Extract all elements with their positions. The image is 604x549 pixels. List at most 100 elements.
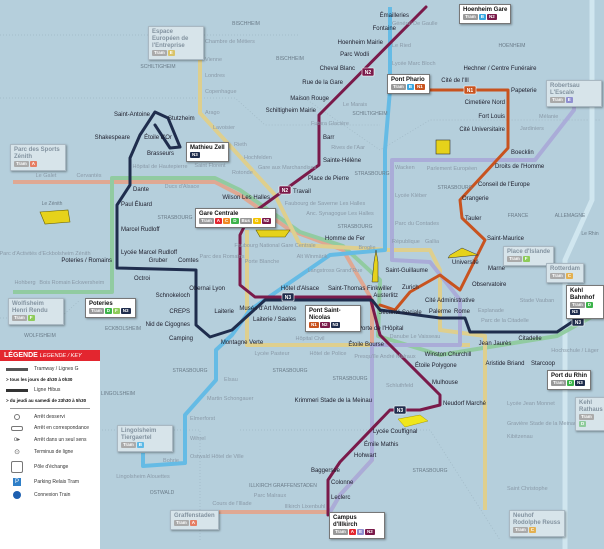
night-stop-label: Citadelle (518, 336, 542, 342)
night-stop-label: Saint-Antoine (114, 112, 151, 118)
line-badge: N3 (120, 308, 131, 314)
night-stop-label: Fort Louis (478, 114, 505, 120)
night-stop-label: Gruber (149, 258, 168, 264)
tram-stop-label: Vienne (205, 57, 222, 63)
tram-stop-label: Broglie (358, 245, 375, 251)
district-label: OSTWALD (150, 490, 175, 496)
tram-stop-label: Danube Le Vaisseau (390, 334, 441, 340)
station-box-name: Campus d'Illkirch (333, 515, 358, 528)
night-stop-label: Sécurité Sociale (378, 310, 422, 316)
line-badge: A (189, 520, 198, 526)
tram-stop-label: Langstross Grand'Rue (308, 268, 363, 274)
legend-item: Arrêt en correspondance (4, 425, 96, 431)
line-badge: Tram (513, 527, 528, 533)
night-stop-label: Conseil de l'Europe (478, 182, 531, 188)
connection-stop-icon (11, 425, 23, 431)
tram-stop-label: Copenhague (205, 89, 237, 95)
line-badge: N2 (365, 529, 375, 535)
night-stop-label: Krimmeri Stade de la Meinau (295, 398, 372, 404)
line-badge: C (565, 273, 574, 279)
night-stop-label: Comtes (178, 258, 199, 264)
line-badge-label: N3 (575, 320, 582, 326)
station-box-badges: N3 (190, 152, 225, 159)
legend-item: Pôle d'échange (4, 461, 96, 473)
tram-stop-label: Chambre de Métiers (205, 39, 255, 45)
district-label: ECKBOLSHEIM (105, 326, 141, 332)
district-label: HOENHEIM (499, 43, 526, 49)
night-stop-label: Jean Jaurès (479, 341, 512, 347)
tram-stop-label: Lycée Marc Bloch (392, 61, 436, 67)
line-badge: Tram (152, 50, 167, 56)
tram-stop-label: Le Marais (343, 102, 367, 108)
night-stop-label: Laiterie / Saales (253, 317, 296, 323)
tram-stop-label: Rives de l'Aar (331, 145, 365, 151)
night-stop-label: Étoile Polygone (415, 362, 457, 369)
tram-stations: Chambre de MétiersVienneLondresCopenhagu… (0, 21, 599, 510)
tram-stop-label: Parc de la Citadelle (481, 318, 529, 324)
legend-header: LÉGENDE LEGENDE / KEY (0, 350, 100, 361)
night-stop-label: Saint-Thomas Finkwiller (328, 286, 392, 292)
parliament-landmark-icon (435, 139, 451, 155)
tram-lines (13, 7, 596, 514)
night-line-n3 (115, 110, 592, 339)
district-label: STRASBOURG (172, 368, 207, 374)
district-label: STRASBOURG (157, 215, 192, 221)
line-badge: Tram (89, 308, 104, 314)
legend-tram-note: > tous les jours de 4h30 à 0h30 (6, 377, 73, 382)
tram-stop-label: Bois Romain (39, 280, 70, 286)
station-box-name: Espace Européen de l'Entreprise (152, 29, 189, 49)
line-badge: B (478, 14, 487, 20)
night-stop-label: Marcel Rudloff (121, 227, 160, 233)
line-badge: N3 (190, 152, 200, 158)
legend-item-label: Arrêt desservi (34, 414, 65, 420)
district-label: ILLKIRCH GRAFFENSTADEN (249, 483, 317, 489)
night-stop-label: Cité de l'Ill (441, 78, 469, 84)
tram-stop-label: Schluthfeld (386, 383, 413, 389)
tram-stop-label: Bohrie (163, 458, 179, 464)
night-stop-label: Laiterie (214, 309, 234, 315)
tram-stop-label: Gare aux Marchandises (258, 165, 317, 171)
one-way-stop-icon: o▸ (13, 437, 21, 443)
line-badge: G (253, 218, 261, 224)
night-stop-label: Paul Éluard (121, 201, 152, 208)
night-stop-label: Schiltigheim Mairie (266, 108, 317, 114)
line-badge: B (406, 84, 415, 90)
station-box-name: Robertsau L'Escale (550, 83, 580, 96)
tram-stop-label: Hochschule / Läger (551, 348, 599, 354)
tram-stop-label: Futura Glacière (311, 121, 349, 127)
tram-stop-label: Parlement Européen (427, 166, 477, 172)
district-labels: BISCHHEIMSCHILTIGHEIMSCHILTIGHEIMHOENHEI… (24, 21, 599, 496)
station-box-name: Pont Saint-Nicolas (309, 308, 341, 321)
night-stop-label: Mulhouse (432, 380, 459, 386)
night-stop-label: Palerme (429, 309, 452, 315)
tram-stop-label: Kibitzenau (507, 434, 533, 440)
tram-stop-label: Stade Vauban (520, 298, 554, 304)
night-stop-label: Orangerie (462, 196, 489, 202)
line-badge: N2 (261, 218, 272, 224)
